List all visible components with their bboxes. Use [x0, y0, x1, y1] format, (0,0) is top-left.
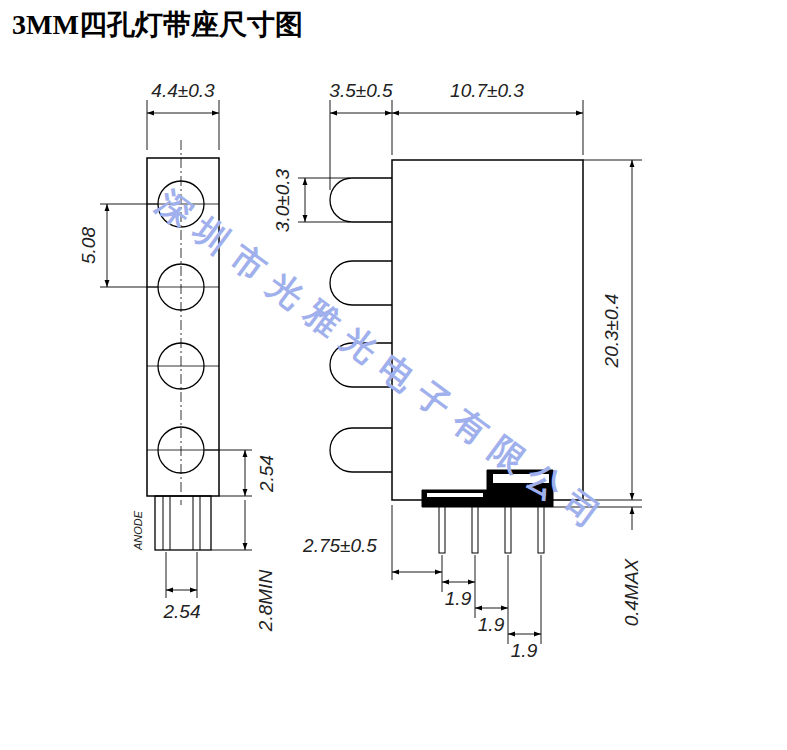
- dimension-lines-part: [147, 113, 219, 114]
- dimension-lines-part: [632, 507, 633, 530]
- side-view-part: [330, 178, 392, 222]
- dimension-text: 1.9: [511, 641, 537, 660]
- dimension-text: 2.8MIN: [257, 569, 276, 630]
- dimension-lines-part: [100, 204, 158, 205]
- dimension-text: 2.54: [164, 602, 201, 621]
- dimension-lines-part: [541, 555, 542, 644]
- dimension-lines-part: [330, 100, 331, 190]
- dimension-lines-part: [330, 113, 392, 114]
- front-view-part: [170, 496, 171, 550]
- dimension-lines-part: [583, 100, 584, 155]
- dimension-lines-part: [392, 572, 442, 573]
- dimension-lines-part: [392, 113, 583, 114]
- side-view-part: [439, 507, 445, 553]
- drawing-title: 3MM四孔灯带座尺寸图: [12, 8, 303, 42]
- front-view-part: [193, 496, 194, 550]
- dimension-lines-part: [107, 204, 108, 287]
- dimension-text: 0.4MAX: [623, 558, 642, 626]
- dimension-text: 2.54: [256, 455, 275, 492]
- front-view-part: [155, 496, 211, 550]
- watermark: 深圳市光雅光电子有限公司: [151, 185, 615, 540]
- dimension-text: 1.9: [445, 589, 471, 608]
- front-view-part: [147, 366, 219, 367]
- side-view-part: [330, 428, 392, 472]
- dimension-lines-part: [583, 160, 642, 161]
- dimension-text: 3.0±0.3: [273, 168, 292, 231]
- dimension-lines-part: [219, 100, 220, 150]
- dimension-lines-part: [475, 608, 508, 609]
- dimension-lines-part: [298, 222, 350, 223]
- dimension-lines-part: [392, 505, 393, 580]
- side-view-part: [427, 493, 483, 497]
- side-view-part: [538, 507, 544, 553]
- dimension-lines-part: [632, 160, 633, 500]
- dimension-text: 3.5±0.5: [329, 81, 392, 100]
- dimension-lines-part: [298, 178, 350, 179]
- side-view-part: [505, 507, 511, 553]
- dimension-lines: [298, 100, 642, 644]
- dimension-text: 2.75±0.5: [303, 536, 377, 555]
- dimension-text: 10.7±0.3: [450, 81, 524, 100]
- dimension-lines-part: [166, 552, 167, 598]
- side-view-part: [330, 261, 392, 305]
- dimension-lines: [100, 100, 252, 598]
- dimension-text: 5.08: [78, 227, 97, 264]
- dimension-lines-part: [392, 100, 393, 155]
- dimension-lines-part: [442, 582, 475, 583]
- dimension-lines-part: [219, 496, 252, 497]
- dimension-lines-part: [305, 178, 306, 222]
- dimension-lines-part: [147, 100, 148, 150]
- pin-name: ANODE: [134, 510, 145, 549]
- dimension-lines-part: [245, 500, 246, 550]
- front-view-part: [200, 496, 201, 550]
- dimension-lines-part: [197, 552, 198, 598]
- dimension-lines-part: [100, 287, 158, 288]
- dimension-lines-part: [508, 634, 541, 635]
- dimension-lines-part: [508, 555, 509, 644]
- dimension-lines-part: [166, 590, 197, 591]
- dimension-text: 20.3±0.4: [602, 293, 621, 367]
- side-view-part: [472, 507, 478, 553]
- dimension-lines-part: [245, 450, 246, 496]
- dimension-text: 4.4±0.3: [151, 81, 214, 100]
- dimension-lines-part: [211, 550, 252, 551]
- dimension-lines-part: [475, 555, 476, 618]
- front-view-part: [163, 496, 164, 550]
- dimension-lines-part: [442, 555, 443, 592]
- dimension-text: 1.9: [478, 615, 504, 634]
